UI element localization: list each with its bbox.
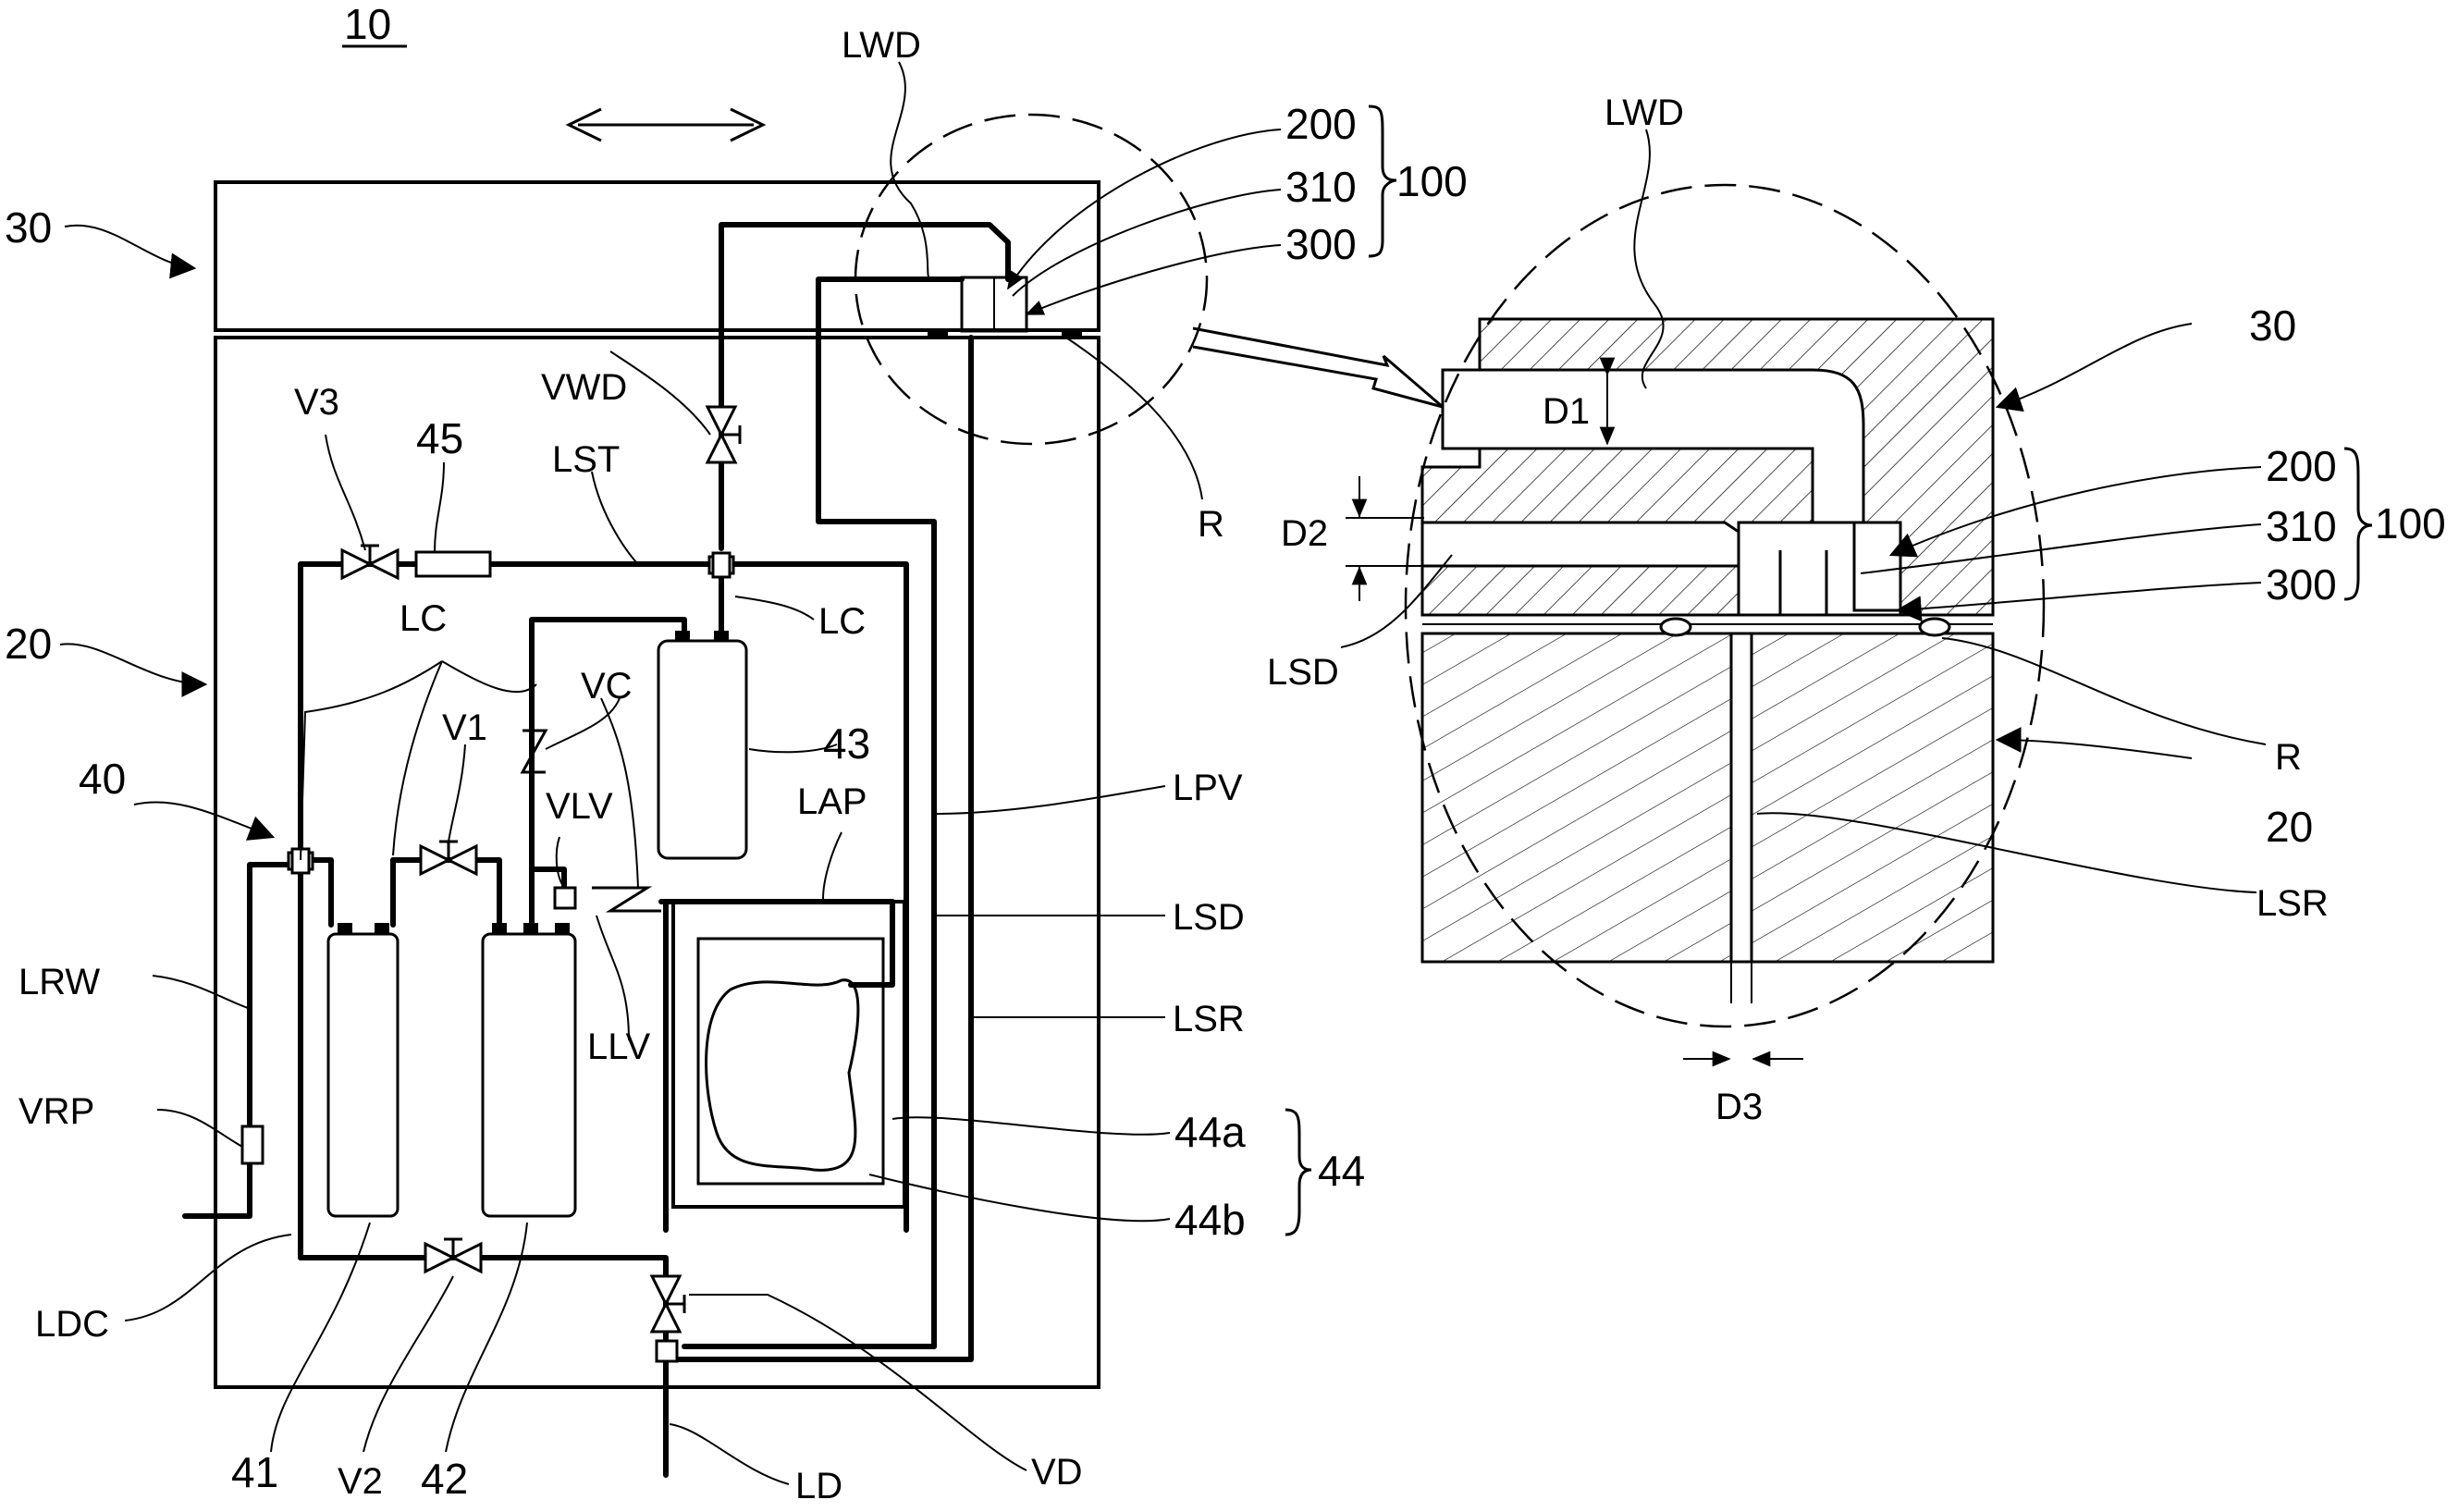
label-ldc: LDC xyxy=(35,1304,109,1345)
label-v2: V2 xyxy=(338,1461,383,1502)
label-44b: 44b xyxy=(1174,1196,1246,1244)
unit-44a-box xyxy=(671,900,906,1209)
detail-seal-r-left xyxy=(1659,617,1692,637)
label-44a: 44a xyxy=(1174,1108,1246,1156)
seal-r-left xyxy=(928,328,948,337)
line-lap xyxy=(658,899,895,988)
label-lwd: LWD xyxy=(842,25,921,66)
detail-label-d1: D1 xyxy=(1543,391,1590,432)
label-100: 100 xyxy=(1396,157,1468,205)
label-vc: VC xyxy=(581,666,633,707)
label-vrp: VRP xyxy=(18,1091,94,1132)
detail-label-lsd: LSD xyxy=(1267,652,1339,693)
brace-44 xyxy=(1285,1108,1312,1236)
line-lwd xyxy=(719,222,1011,551)
unit-44b-container xyxy=(696,937,885,1186)
valve-vwd-icon xyxy=(705,405,742,464)
detail-channel-lsr xyxy=(1729,632,1753,964)
valve-vd-icon xyxy=(649,1274,686,1363)
leader-lines xyxy=(59,61,1444,1485)
label-310: 310 xyxy=(1285,163,1357,211)
check-valve-vc2-icon xyxy=(592,886,661,913)
figure-number: 10 xyxy=(344,0,391,48)
label-vlv: VLV xyxy=(546,786,613,827)
label-42: 42 xyxy=(421,1455,468,1503)
label-lc-right: LC xyxy=(818,601,866,642)
label-300: 300 xyxy=(1285,220,1357,268)
label-v1: V1 xyxy=(442,707,487,748)
detail-label-300: 300 xyxy=(2266,560,2337,608)
component-45 xyxy=(414,550,492,578)
detail-label-310: 310 xyxy=(2266,502,2337,550)
schematic-labels: LWD 30 20 40 V3 45 LST VWD LC LC V1 VC V… xyxy=(5,25,1468,1506)
label-lc-left: LC xyxy=(400,598,447,639)
label-vd: VD xyxy=(1031,1452,1083,1493)
label-lst: LST xyxy=(552,439,620,480)
label-r: R xyxy=(1198,504,1224,545)
label-lap: LAP xyxy=(797,781,867,822)
line-vlv xyxy=(529,867,567,928)
label-45: 45 xyxy=(416,414,463,462)
label-llv: LLV xyxy=(587,1026,651,1067)
label-lsr: LSR xyxy=(1173,999,1245,1039)
lower-housing-20 xyxy=(214,336,1100,1389)
detail-view: LWD 30 D1 D2 200 310 300 100 LSD R 20 LS… xyxy=(1267,92,2446,1127)
system-schematic: 10 xyxy=(5,0,1468,1506)
label-40: 40 xyxy=(79,755,126,803)
tee-fittings xyxy=(287,551,735,875)
detail-upper-block-30 xyxy=(1420,317,1995,617)
label-43: 43 xyxy=(823,719,870,768)
line-lrw xyxy=(182,862,303,1219)
label-ld: LD xyxy=(795,1466,842,1506)
double-arrow-icon xyxy=(565,107,767,142)
label-lpv: LPV xyxy=(1173,768,1243,808)
seal-r-right xyxy=(1062,328,1082,337)
detail-label-d3: D3 xyxy=(1715,1087,1763,1127)
check-valve-vc-icon xyxy=(520,729,548,774)
detail-label-100: 100 xyxy=(2375,499,2446,547)
detail-label-200: 200 xyxy=(2266,442,2337,490)
valve-vlv-icon xyxy=(553,886,577,910)
detail-leaders xyxy=(1340,129,2267,893)
line-lst xyxy=(298,561,909,1260)
label-30: 30 xyxy=(5,203,52,252)
label-200: 200 xyxy=(1285,100,1357,148)
label-vwd: VWD xyxy=(541,367,627,408)
label-20: 20 xyxy=(5,620,52,668)
label-v3: V3 xyxy=(294,382,339,423)
upper-housing-30 xyxy=(214,180,1100,332)
line-lsd xyxy=(816,277,965,1349)
detail-lower-block-20 xyxy=(1420,632,1995,964)
label-lrw: LRW xyxy=(18,962,100,1002)
detail-label-20: 20 xyxy=(2266,803,2313,851)
detail-labels: LWD 30 D1 D2 200 310 300 100 LSD R 20 LS… xyxy=(1267,92,2446,1127)
valve-v3-icon xyxy=(340,544,400,581)
detail-seal-r-right xyxy=(1918,617,1951,637)
detail-channel-lsd xyxy=(1420,521,1740,568)
line-ldc xyxy=(298,1255,669,1478)
brace-100 xyxy=(1368,104,1397,258)
tank-42 xyxy=(481,932,577,1218)
valve-vrp-icon xyxy=(240,1125,264,1165)
detail-boundary-circle xyxy=(1404,183,2046,1028)
tank-caps xyxy=(338,631,729,934)
label-44: 44 xyxy=(1318,1147,1365,1195)
detail-brace-100 xyxy=(2343,447,2373,601)
detail-label-30: 30 xyxy=(2249,301,2296,350)
label-lsd: LSD xyxy=(1173,897,1245,938)
detail-dimensions xyxy=(1346,357,1803,1067)
tank-41 xyxy=(326,932,400,1218)
bladder-44b xyxy=(705,978,860,1172)
label-41: 41 xyxy=(231,1448,278,1496)
detail-label-lsr: LSR xyxy=(2256,883,2329,924)
line-v1 xyxy=(390,857,502,928)
valve-v1-icon xyxy=(419,840,478,877)
line-lsr xyxy=(663,335,974,1362)
detail-label-lwd: LWD xyxy=(1604,92,1684,133)
detail-label-r: R xyxy=(2275,737,2302,778)
valve-v2-icon xyxy=(424,1237,483,1274)
tank-43 xyxy=(657,639,748,860)
detail-label-d2: D2 xyxy=(1281,513,1328,554)
